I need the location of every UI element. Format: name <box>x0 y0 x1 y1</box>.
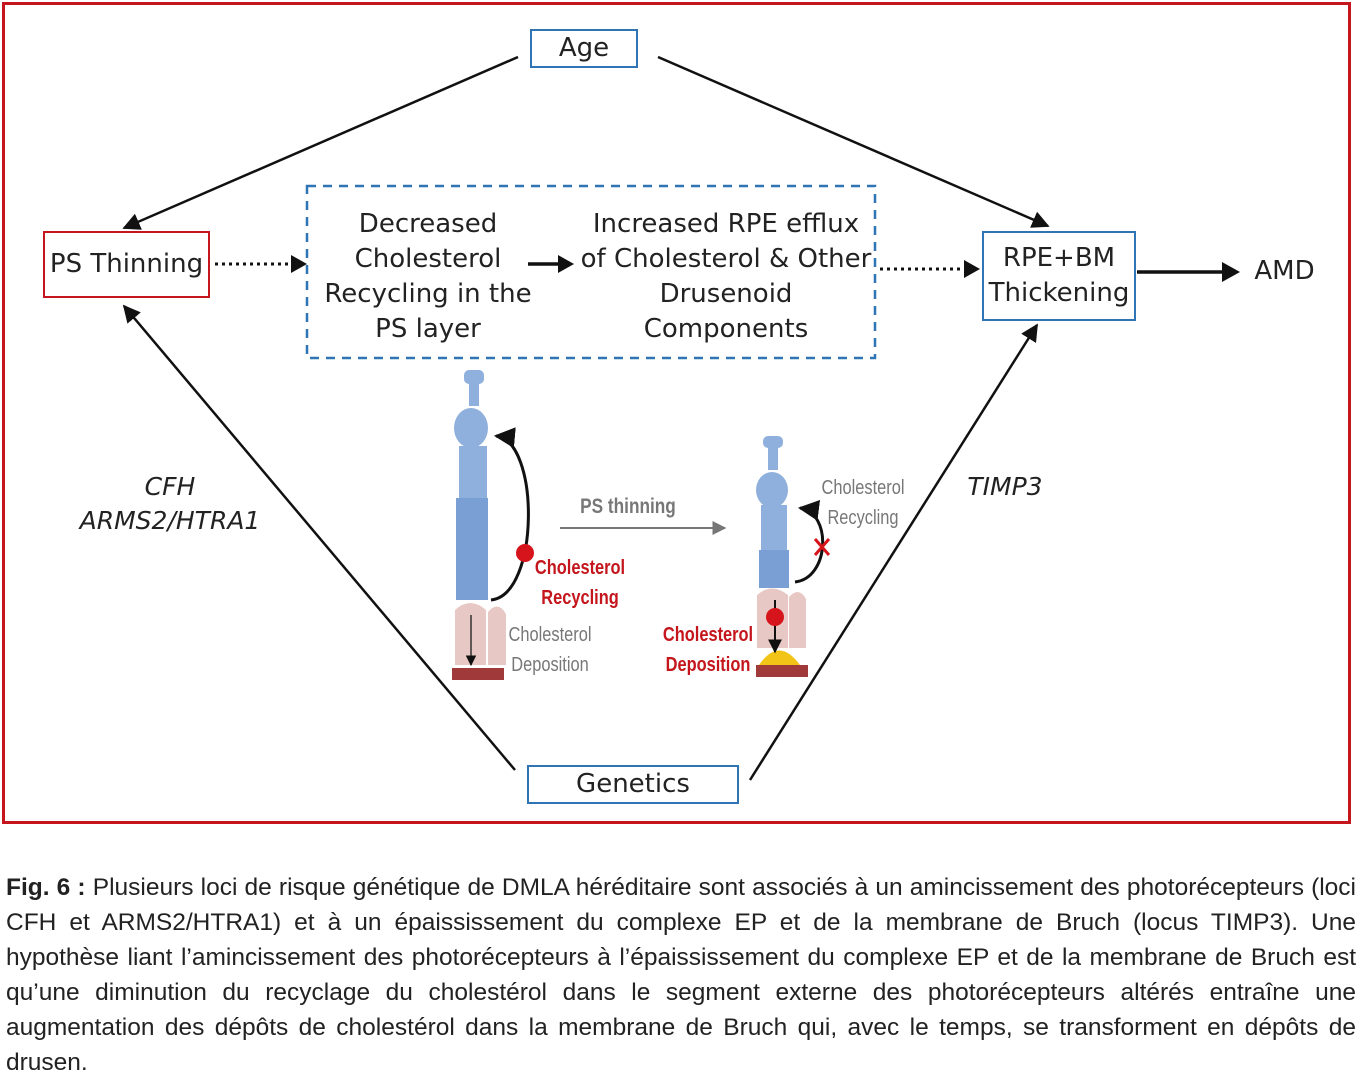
age-label: Age <box>558 33 610 63</box>
decreased-line-3: Recycling in the <box>324 279 532 309</box>
increased-efflux-text: Increased RPE efflux of Cholesterol & Ot… <box>580 207 872 347</box>
gene-cfh: CFH <box>144 472 196 501</box>
amd-label: AMD <box>1254 256 1315 286</box>
right-recycling-label: Cholesterol Recycling <box>802 473 925 533</box>
inset-ps-thinning-label: PS thinning <box>580 495 676 518</box>
genetics-node: Genetics <box>527 765 739 804</box>
increased-line-1: Increased RPE efflux <box>592 209 860 239</box>
arrow-genetics-to-ps <box>122 304 516 771</box>
age-node: Age <box>530 29 638 68</box>
arrow-age-to-rpe <box>657 55 1050 228</box>
right-deposition-label: Cholesterol Deposition <box>647 620 770 680</box>
rpe-bm-line-2: Thickening <box>988 278 1130 308</box>
caption-label: Fig. 6 : <box>6 874 86 901</box>
ps-thinning-label: PS Thinning <box>49 249 204 279</box>
left-gene-labels: CFH ARMS2/HTRA1 <box>60 470 280 538</box>
figure-frame <box>2 2 1351 824</box>
decreased-line-4: PS layer <box>375 314 481 344</box>
increased-line-4: Components <box>643 314 809 344</box>
increased-line-3: Drusenoid <box>659 279 793 309</box>
figure-caption: Fig. 6 : Plusieurs loci de risque généti… <box>6 870 1356 1080</box>
right-deposition-line-2: Deposition <box>665 654 751 676</box>
gene-arms2-htra1: ARMS2/HTRA1 <box>79 506 261 535</box>
caption-text: Plusieurs loci de risque génétique de DM… <box>6 874 1356 1076</box>
arrow-age-to-ps <box>122 55 519 230</box>
ps-thinning-node: PS Thinning <box>43 231 210 298</box>
left-recycling-line-1: Cholesterol <box>534 557 626 579</box>
thinned-photoreceptor-illustration <box>756 436 831 677</box>
left-deposition-label: Cholesterol Deposition <box>489 620 612 680</box>
arrow-genetics-to-rpe <box>748 323 1039 781</box>
rpe-bm-node: RPE+BM Thickening <box>982 231 1136 321</box>
left-deposition-line-1: Cholesterol <box>508 624 592 646</box>
decreased-line-1: Decreased <box>358 209 498 239</box>
right-deposition-line-1: Cholesterol <box>662 624 754 646</box>
increased-line-2: of Cholesterol & Other <box>580 244 872 274</box>
right-recycling-line-1: Cholesterol <box>821 477 905 499</box>
left-deposition-line-2: Deposition <box>511 654 589 676</box>
left-recycling-line-2: Recycling <box>541 587 619 609</box>
rpe-bm-line-1: RPE+BM <box>1002 243 1116 273</box>
left-recycling-label: Cholesterol Recycling <box>519 553 642 613</box>
mechanism-dashed-box <box>305 184 877 360</box>
decreased-cholesterol-text: Decreased Cholesterol Recycling in the P… <box>318 207 538 347</box>
decreased-line-2: Cholesterol <box>354 244 502 274</box>
genetics-label: Genetics <box>576 769 690 799</box>
normal-photoreceptor-illustration <box>452 370 534 680</box>
gene-timp3: TIMP3 <box>967 472 1043 501</box>
diagram-arrows <box>122 55 1240 781</box>
right-recycling-line-2: Recycling <box>827 507 899 529</box>
